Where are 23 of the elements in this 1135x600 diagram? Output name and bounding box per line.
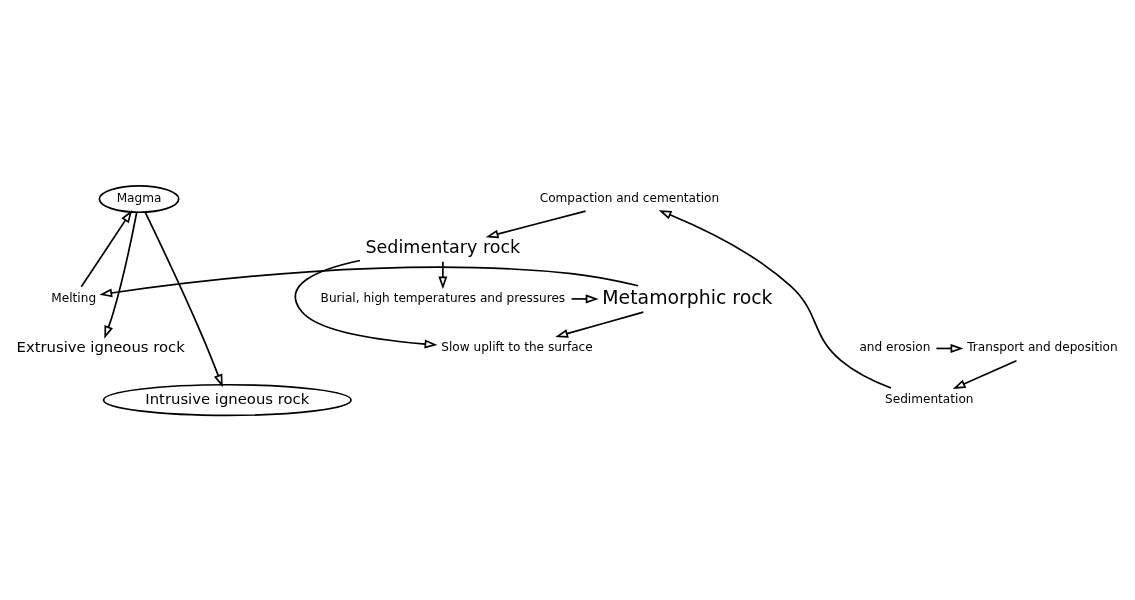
arrow xyxy=(485,209,587,238)
arrow xyxy=(80,209,133,288)
arrow xyxy=(570,293,599,303)
node-text: Melting xyxy=(51,290,97,305)
arrow xyxy=(104,211,138,339)
arrow xyxy=(144,210,223,387)
node-text: Metamorphic rock xyxy=(602,285,773,308)
node-text: Sedimentary rock xyxy=(365,236,521,257)
node-text: Transport and deposition xyxy=(967,339,1118,354)
arrow xyxy=(555,310,645,338)
arrow xyxy=(294,259,438,349)
node-text: Extrusive igneous rock xyxy=(16,337,185,355)
arrow xyxy=(658,209,892,389)
node-text: Burial, high temperatures and pressures xyxy=(320,290,566,305)
arrow xyxy=(438,260,448,289)
arrow xyxy=(99,265,639,297)
arrow xyxy=(952,359,1018,389)
node-text: and erosion xyxy=(859,339,931,354)
node-ellipse: Magma xyxy=(98,184,180,213)
node-ellipse: Intrusive igneous rock xyxy=(102,383,352,416)
node-text: Sedimentation xyxy=(885,391,974,406)
node-text: Compaction and cementation xyxy=(539,190,720,205)
node-text: Slow uplift to the surface xyxy=(441,339,593,354)
